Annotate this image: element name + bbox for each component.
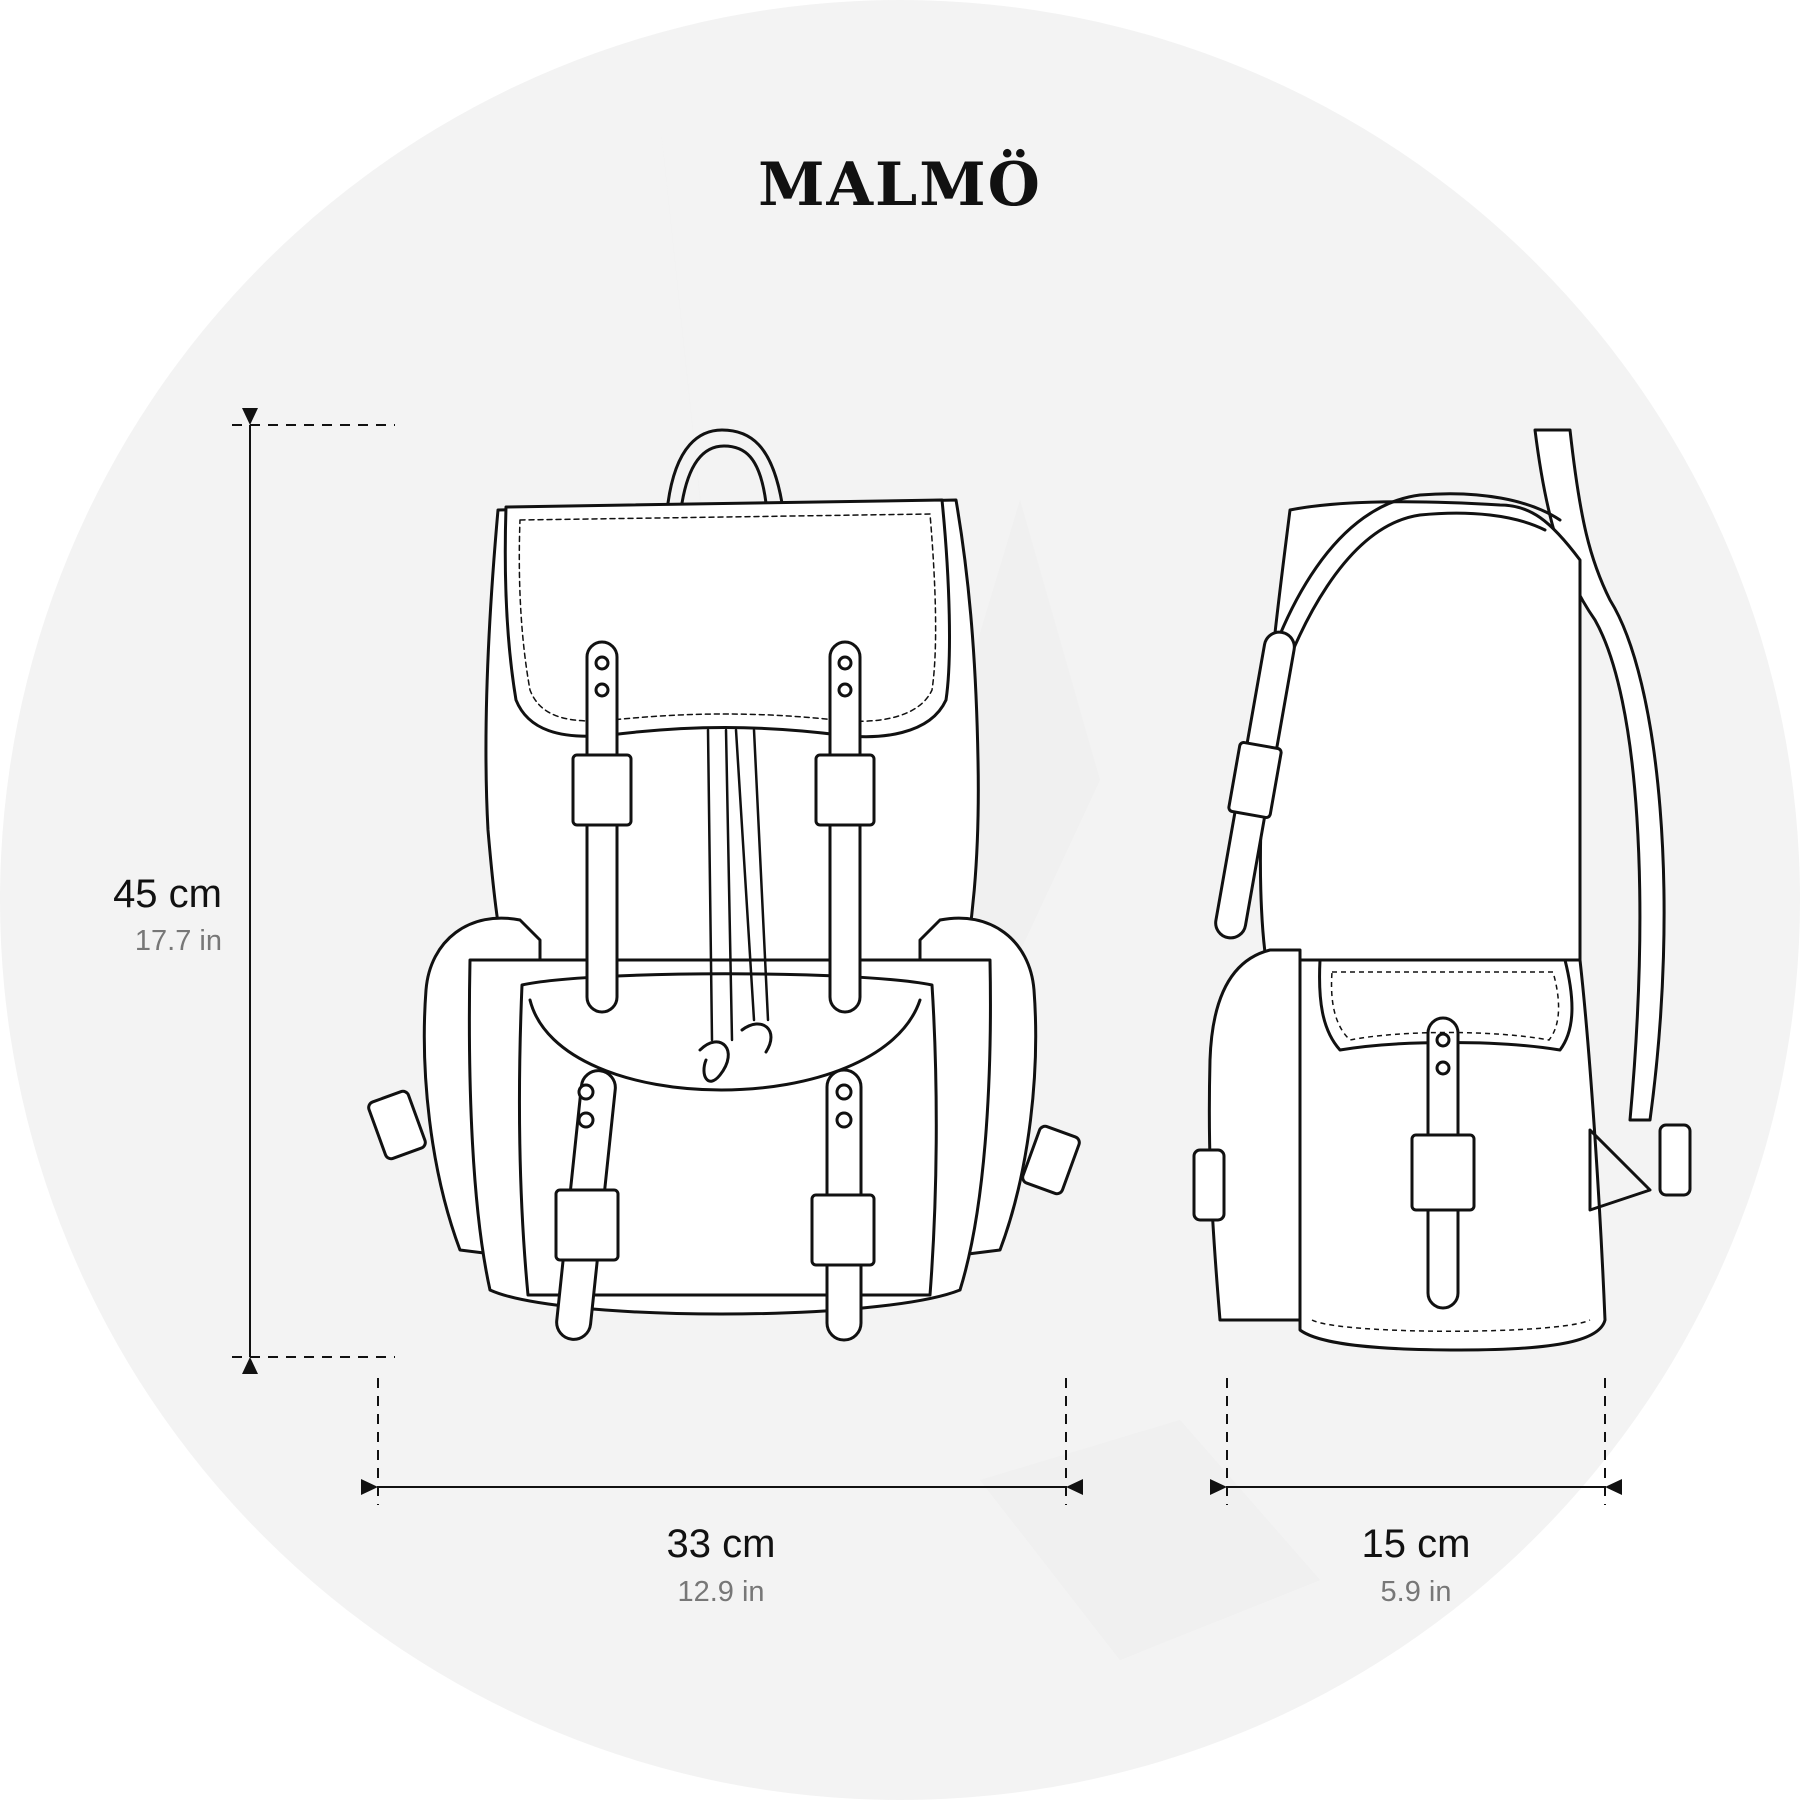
side-buckles: [367, 1089, 1081, 1196]
height-dimension-line: [232, 424, 395, 1358]
depth-arrow-left: [1210, 1479, 1227, 1495]
width-arrow-right: [1066, 1479, 1083, 1495]
backpack-front-view: [422, 428, 1038, 1316]
side-stitching: [1311, 971, 1591, 1332]
depth-dimension-line: [1226, 1378, 1606, 1505]
width-arrow-left: [361, 1479, 378, 1495]
width-metric-label: 33 cm: [666, 1522, 776, 1566]
depth-metric-label: 15 cm: [1361, 1522, 1471, 1566]
height-imperial-label: 17.7 in: [134, 925, 222, 957]
backpack-side-view: [1192, 428, 1692, 1352]
product-title: MALMÖ: [758, 150, 1042, 220]
front-straps: [554, 640, 876, 1342]
depth-arrow-right: [1605, 1479, 1622, 1495]
height-arrow-bottom: [242, 1357, 258, 1374]
width-imperial-label: 12.9 in: [677, 1576, 765, 1608]
width-dimension-line: [377, 1378, 1067, 1505]
height-arrow-top: [242, 408, 258, 425]
height-metric-label: 45 cm: [113, 872, 222, 916]
depth-imperial-label: 5.9 in: [1380, 1576, 1452, 1608]
